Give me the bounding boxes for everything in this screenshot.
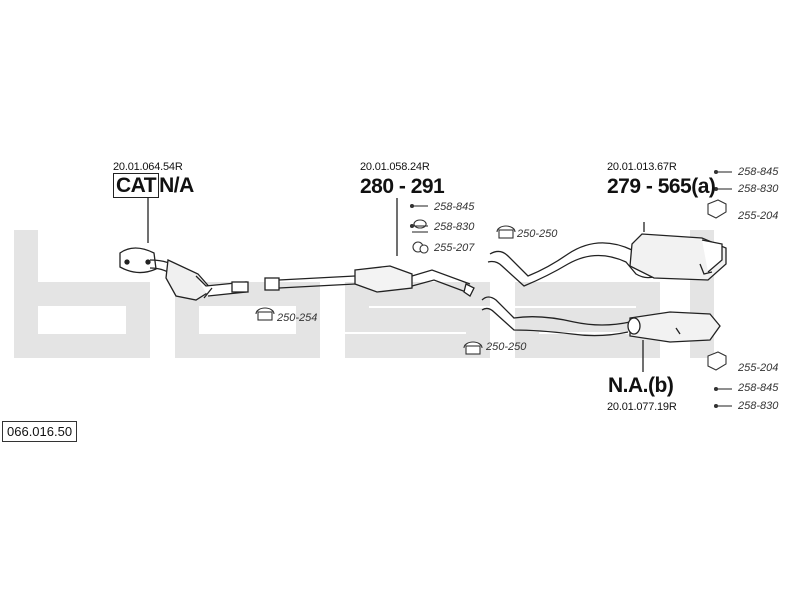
ref-label: 250-250 [517,228,558,240]
ref-label: 255-204 [738,210,779,222]
middle-silencer-label: 280 - 291 [360,175,445,198]
rear-silencer-a-code: 20.01.013.67R [607,161,677,173]
rear-silencer-a-label: 279 - 565(a) [607,175,716,198]
clamp-ring-icon [496,225,516,239]
catalyst-code: 20.01.064.54R [113,161,183,173]
middle-silencer-part [264,265,475,297]
clamp-icon [713,386,732,409]
ref-label: 250-254 [277,312,318,324]
bracket-icon [707,351,727,371]
clamp-icon [409,223,428,229]
clamp-icon [409,203,428,233]
ref-label: 258-845 [738,166,779,178]
bracket-icon [707,199,727,219]
ref-label: 258-830 [738,400,779,412]
rear-pipe-b [481,296,721,343]
clamp-ring-icon [255,307,275,321]
rear-silencer-b-code: 20.01.077.19R [607,401,677,413]
ref-label: 250-250 [486,341,527,353]
ref-label: 255-207 [434,242,475,254]
clamp-icon [713,169,732,192]
middle-silencer-code: 20.01.058.24R [360,161,430,173]
ref-label: 258-845 [434,201,475,213]
ref-label: 255-204 [738,362,779,374]
ref-label: 258-830 [738,183,779,195]
catalyst-label: N/A [159,174,194,197]
rear-silencer-b-label: N.A.(b) [608,374,674,397]
part-number-box: 066.016.50 [2,421,78,442]
rear-pipe-a [487,233,727,287]
cat-box-label: CAT [113,173,160,198]
catalyst-part [119,247,249,301]
clamp-ring-icon [463,341,483,355]
ref-label: 258-845 [738,382,779,394]
ref-label: 258-830 [434,221,475,233]
bracket-icon [412,241,429,254]
